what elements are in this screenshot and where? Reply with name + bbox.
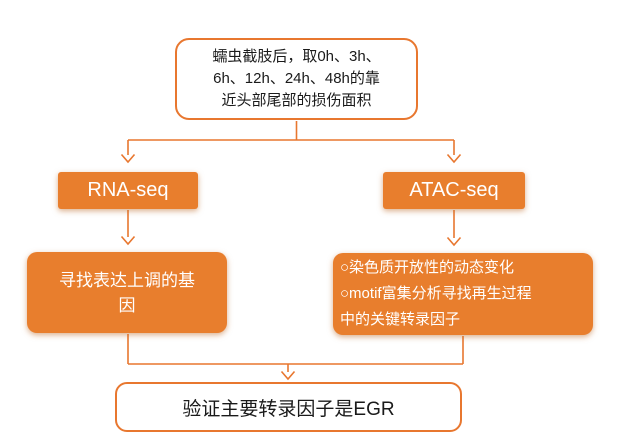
node-atac-result-line-3: 中的关键转录因子 (340, 311, 461, 328)
node-atac-result-line-2: ○motif富集分析寻找再生过程 (340, 285, 532, 302)
arrow-down-icon (446, 153, 462, 164)
arrow-down-icon (446, 236, 462, 247)
node-atac-seq: ATAC-seq (383, 172, 525, 209)
node-sampling-line-3: 近头部尾部的损伤面积 (221, 92, 372, 109)
node-sampling-line-1: 蠕虫截肢后，取0h、3h、 (212, 48, 381, 65)
node-rna-result: 寻找表达上调的基 因 (27, 252, 227, 333)
node-atac-result: ○染色质开放性的动态变化 ○motif富集分析寻找再生过程 中的关键转录因子 (333, 253, 593, 335)
node-conclusion: 验证主要转录因子是EGR (115, 382, 462, 432)
arrow-down-icon (120, 235, 136, 246)
node-atac-result-line-1: ○染色质开放性的动态变化 (340, 259, 515, 276)
node-rna-seq: RNA-seq (58, 172, 198, 209)
node-rna-result-line-2: 因 (118, 295, 136, 315)
node-sampling: 蠕虫截肢后，取0h、3h、 6h、12h、24h、48h的靠 近头部尾部的损伤面… (175, 38, 418, 120)
arrow-down-icon (280, 370, 296, 381)
arrow-down-icon (120, 153, 136, 164)
node-rna-result-line-1: 寻找表达上调的基 (59, 270, 195, 290)
node-sampling-line-2: 6h、12h、24h、48h的靠 (213, 70, 380, 87)
